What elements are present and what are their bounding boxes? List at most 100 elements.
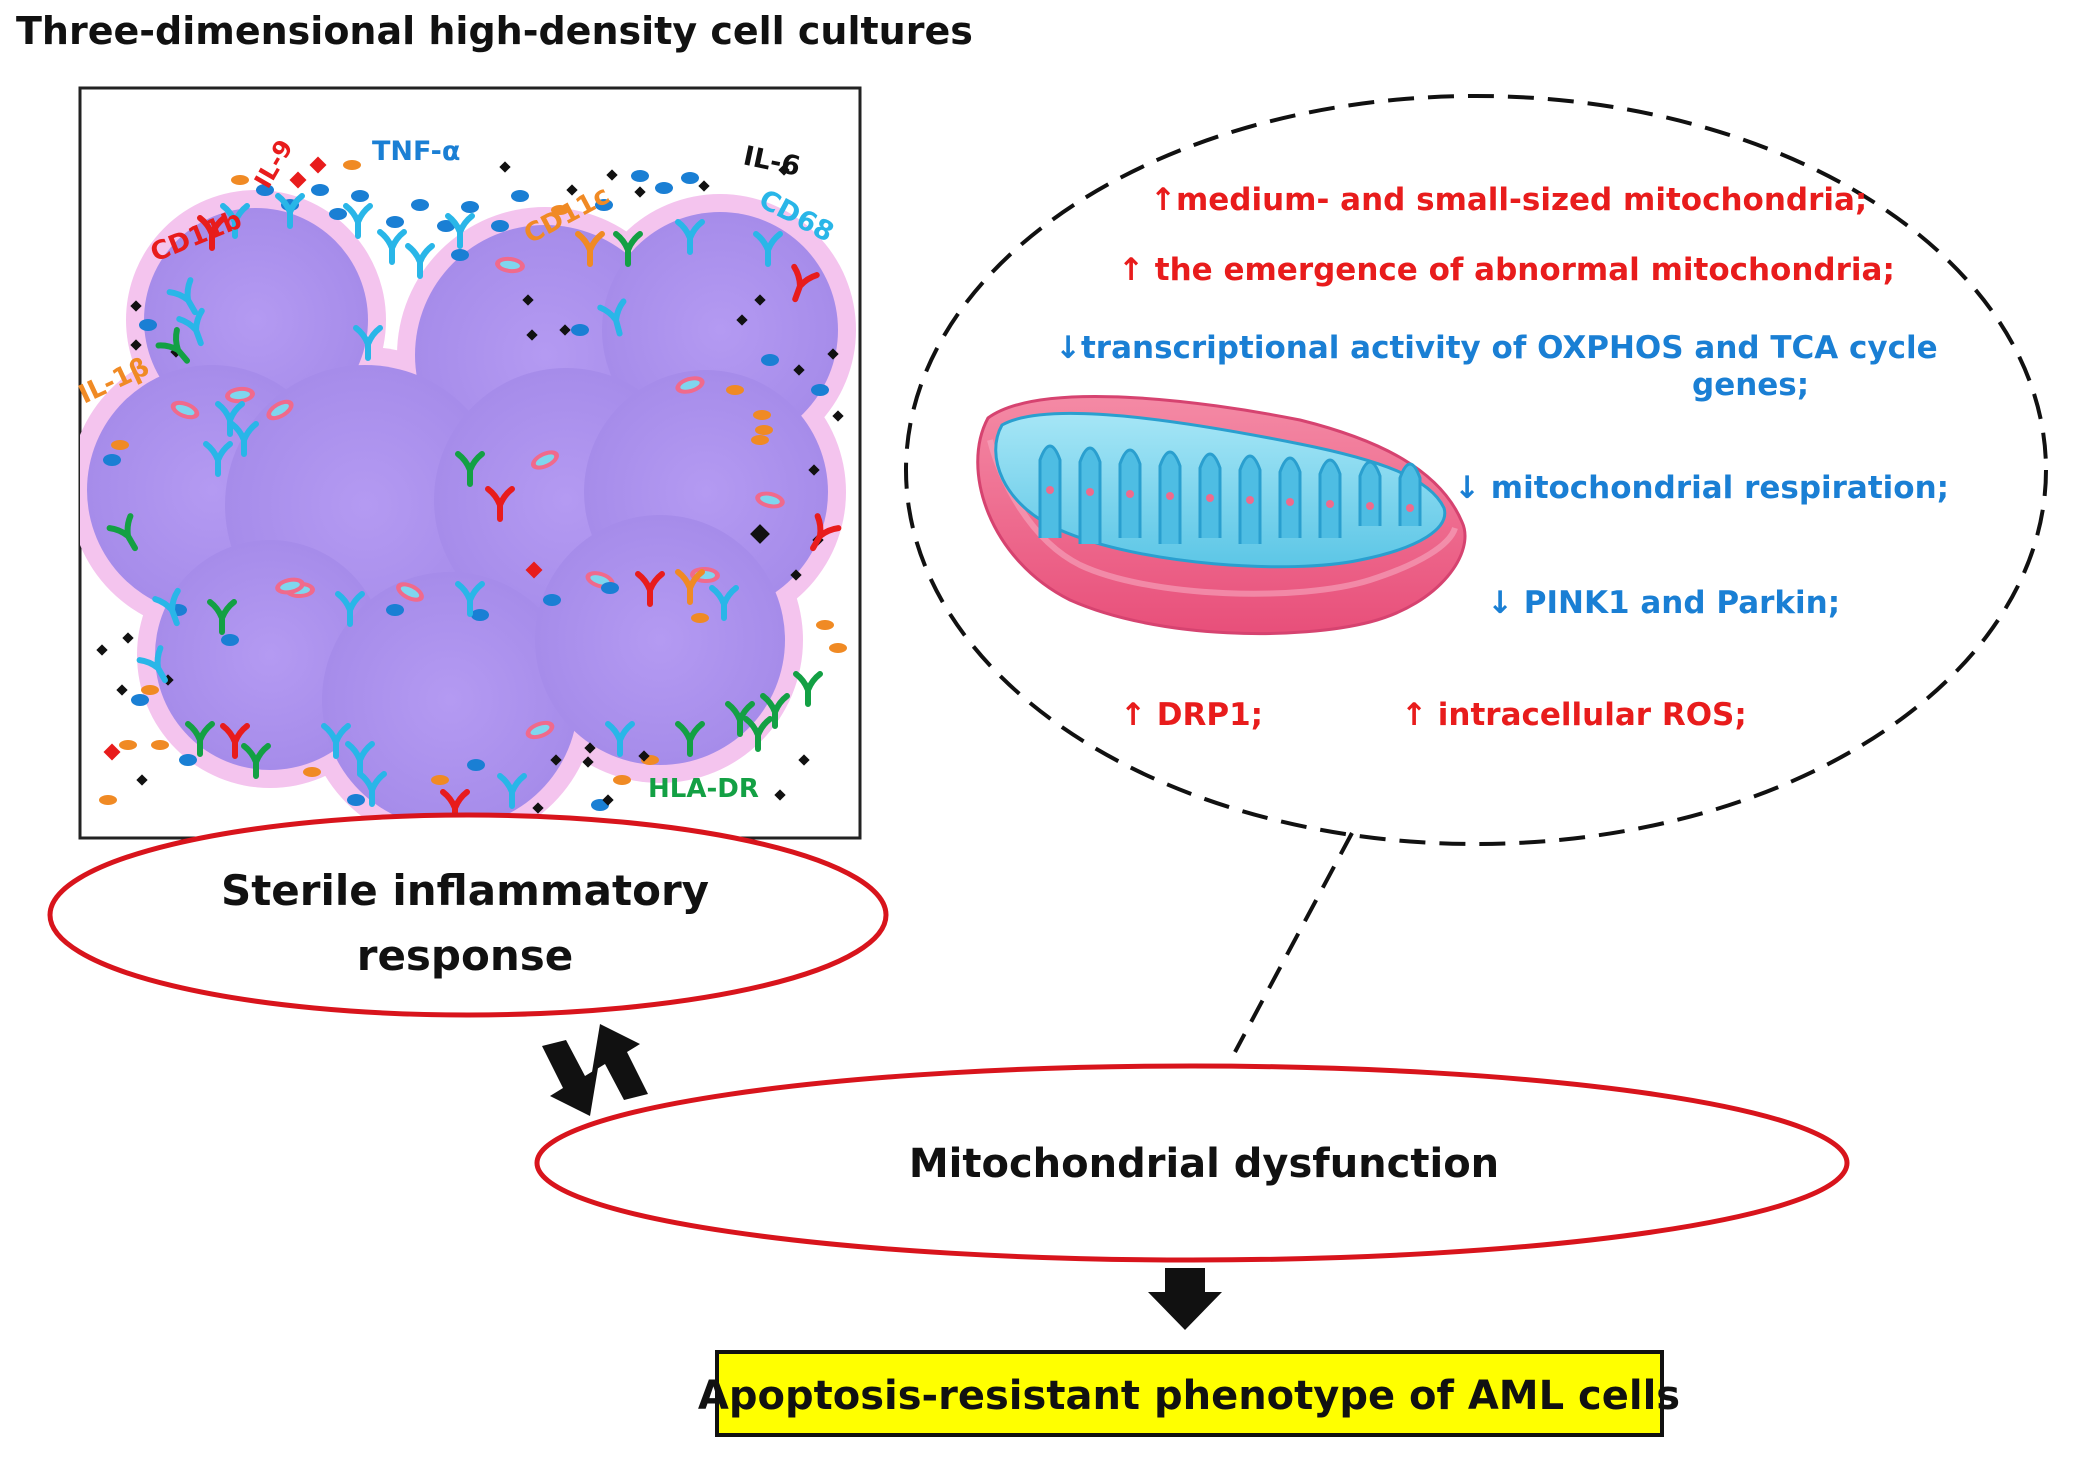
il6-particle [793,364,805,376]
tnf-particle [131,694,149,706]
tnf-particle [347,794,365,806]
receptor-icon [445,213,475,249]
il6-particle [754,294,766,306]
effect-ros: ↑ intracellular ROS; [1401,697,1747,733]
matrix-granule [1246,496,1254,504]
tnf-particle [601,582,619,594]
il1b-particle [551,205,569,215]
mitochondrion-illustration [976,395,1467,636]
tnf-particle [179,754,197,766]
receptor-icon [343,203,373,239]
crista-fold [1358,460,1382,526]
tnf-particle [681,172,699,184]
tnf-particle [761,354,779,366]
il1b-particle [343,160,361,170]
receptor-icon [321,723,351,759]
mitochondrial-dysfunction-ellipse [534,1063,1850,1263]
arrow-down-to-outcome-icon [1148,1268,1222,1330]
effect-abnormal-mito: ↑ the emergence of abnormal mitochondria… [1118,252,1895,288]
matrix-granule [1326,500,1334,508]
tnf-particle [411,199,429,211]
receptor-icon [197,215,227,251]
receptor-icon [791,263,820,303]
receptor-icon [675,219,705,255]
il1b-particle [151,740,169,750]
il6-particle [798,754,810,766]
effect-transcription-line1: ↓transcriptional activity of OXPHOS and … [1055,330,1938,366]
mitochondria-effects-callout: ↑medium- and small-sized mitochondria; ↑… [904,94,2048,1053]
il1b-particle [829,643,847,653]
il6-particle [790,569,802,581]
receptor-icon [709,585,739,621]
matrix-granule [1366,502,1374,510]
receptor-icon [455,581,485,617]
tnf-particle [511,190,529,202]
receptor-icon [357,771,387,807]
effect-mito-size: ↑medium- and small-sized mitochondria; [1150,182,1867,218]
receptor-icon [675,569,705,605]
receptor-icon [207,599,237,635]
il6-particle [582,756,594,768]
il1b-particle [691,613,709,623]
il1b-particle [753,410,771,420]
receptor-icon [725,701,755,737]
inflammatory-response-ellipse [47,812,889,1018]
receptor-icon [220,723,250,759]
cell-culture-panel: CD11b IL-9 TNF-α IL-6 CD11c CD68 IL-1β H… [74,86,862,840]
bidirectional-arrows [542,1024,648,1116]
il6-particle [606,169,618,181]
mitochondrion-cristae [1038,444,1422,544]
il1b-particle [431,775,449,785]
tnf-particle [631,170,649,182]
il1b-particle [755,425,773,435]
il6-particle [550,754,562,766]
il1b-particle [303,767,321,777]
tnf-particle [311,184,329,196]
il9-particle [103,743,121,761]
tnf-particle [437,220,455,232]
receptor-icon [106,513,138,552]
receptor-icon [675,721,705,757]
inflammatory-response-line1: Sterile inflammatory [221,866,709,915]
mitochondrial-dysfunction-label: Mitochondrial dysfunction [909,1141,1499,1187]
receptor-icon [166,277,198,316]
surface-receptors [106,193,842,825]
tnf-particle [221,634,239,646]
il9-particle [289,171,307,189]
matrix-granule [1046,486,1054,494]
receptor-icon [353,325,383,361]
cytokine-particles [96,156,847,814]
il1b-particle [726,385,744,395]
figure-title: Three-dimensional high-density cell cult… [16,9,973,53]
receptor-icon [335,591,365,627]
receptor-icon [635,571,665,607]
il9-particle [309,156,327,174]
il6-particle [634,186,646,198]
receptor-icon [613,231,643,267]
il1b-particle [613,775,631,785]
tnf-particle [351,190,369,202]
outcome-label: Apoptosis-resistant phenotype of AML cel… [698,1373,1680,1419]
effect-respiration: ↓ mitochondrial respiration; [1454,470,1949,506]
il1b-particle [751,435,769,445]
tnf-particle [543,594,561,606]
receptor-icon [275,193,305,229]
receptor-icon [605,721,635,757]
cell-body [535,515,785,765]
il1b-particle [231,175,249,185]
il6-particle [522,294,534,306]
receptor-icon [229,421,259,457]
receptor-icon [155,327,190,364]
il1b-particle [816,620,834,630]
receptor-icon [810,513,842,552]
effect-pink1-parkin: ↓ PINK1 and Parkin; [1487,585,1840,621]
il1b-particle [111,440,129,450]
receptor-icon [753,231,783,267]
receptor-icon [176,307,205,347]
dashed-callout-ellipse [904,94,2048,846]
outcome-box [715,1350,1664,1437]
receptor-icon [743,716,773,752]
il6-particle [778,164,790,176]
receptor-icon [485,486,515,522]
